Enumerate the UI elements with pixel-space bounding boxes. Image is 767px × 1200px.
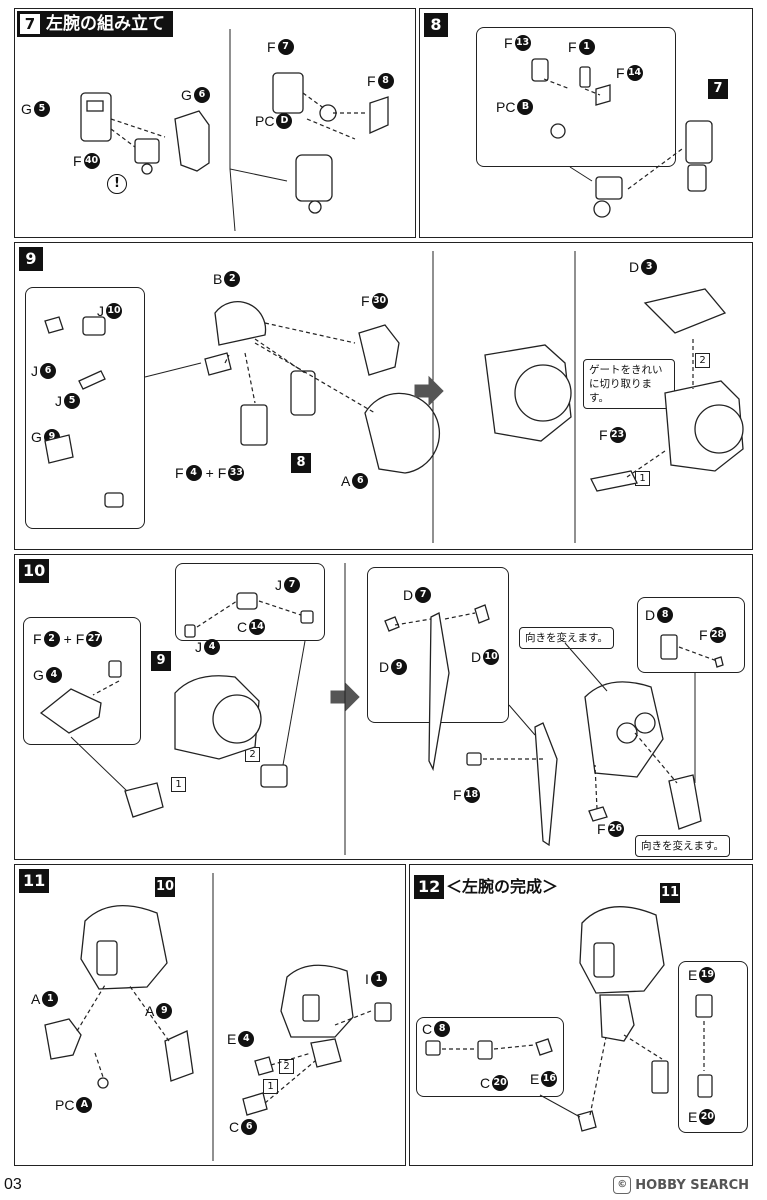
step-10-parts-illustration xyxy=(39,563,724,855)
step-8-parts-illustration xyxy=(531,58,713,218)
step-12-title: ＜左腕の完成＞ xyxy=(446,877,559,896)
gate-trim-note: ゲートをきれいに切り取ります。 xyxy=(583,359,675,409)
step-8-number: 8 xyxy=(424,13,448,37)
step-12-ref-11: 11 xyxy=(660,883,680,903)
step-10-order-1: 1 xyxy=(171,777,186,792)
step-12-number: 12 xyxy=(414,875,445,899)
step-9-ref-8: 8 xyxy=(291,453,311,473)
step-11-ref-10: 10 xyxy=(155,877,175,897)
step-12-parts-illustration xyxy=(425,906,713,1132)
step-7-header: 7 左腕の組み立て xyxy=(17,11,173,37)
orientation-note-2: 向きを変えます。 xyxy=(635,835,730,857)
step-9-order-2: 2 xyxy=(695,353,710,368)
step-10-order-2: 2 xyxy=(245,747,260,762)
step-11-parts-illustration xyxy=(44,873,392,1161)
step-7-title: 左腕の組み立て xyxy=(46,14,165,34)
step-9-parts-illustration xyxy=(44,251,744,543)
page-number: 03 xyxy=(4,1176,22,1193)
step-10-number: 10 xyxy=(19,559,50,583)
watermark-text: HOBBY SEARCH xyxy=(635,1177,749,1193)
step-11-order-1: 1 xyxy=(263,1079,278,1094)
step-8-ref-7: 7 xyxy=(708,79,728,99)
watermark: © HOBBY SEARCH xyxy=(613,1176,749,1194)
step-9-order-1: 1 xyxy=(635,471,650,486)
step-10-callout-right xyxy=(637,597,745,673)
step-10-ref-9: 9 xyxy=(151,651,171,671)
step-9-number: 9 xyxy=(19,247,43,271)
step-8-detail-callout xyxy=(476,27,676,167)
step-7-parts-illustration xyxy=(80,29,389,232)
step-7-number: 7 xyxy=(20,14,40,34)
step-12-callout-right xyxy=(678,961,748,1133)
step-11-number: 11 xyxy=(19,869,50,893)
warning-icon: ! xyxy=(107,174,127,194)
orientation-note-1: 向きを変えます。 xyxy=(519,627,614,649)
step-11-order-2: 2 xyxy=(279,1059,294,1074)
hobby-search-logo-icon: © xyxy=(613,1176,632,1194)
